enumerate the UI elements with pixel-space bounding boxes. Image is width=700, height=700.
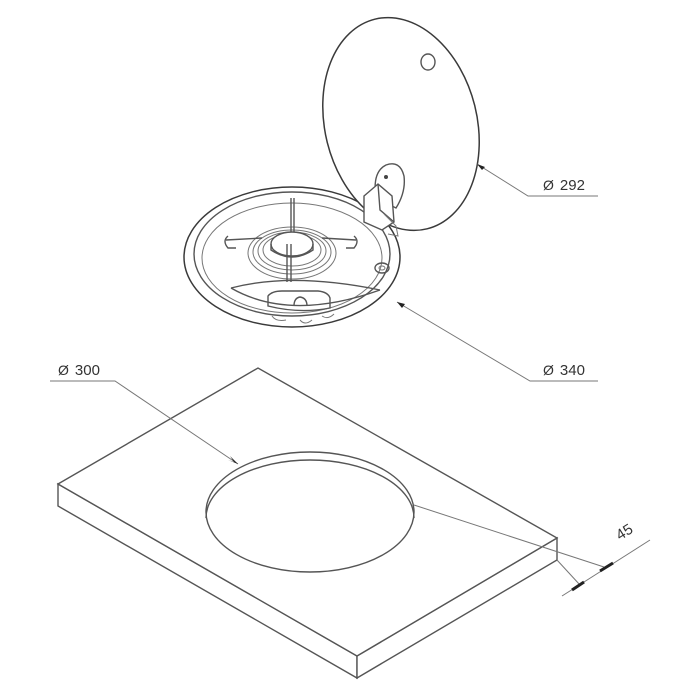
ignition-button-center [378,265,386,271]
hinge-pin-icon [384,175,388,179]
lid-handle-hole [420,53,436,71]
cutout-hole-inner-edge [205,459,415,519]
countertop-slab [56,367,559,680]
burner-ring [252,229,332,275]
label-hob-diameter: Ø 340 [543,362,585,379]
hinge-clamp-edge [377,183,395,223]
label-lid-diameter: Ø 292 [543,177,585,194]
control-knob-housing [267,290,331,312]
diameter-symbol-icon: Ø [543,362,554,378]
burner-cap-top [270,231,314,257]
hob-inner-rim [193,191,391,317]
leader-line-hob [396,301,598,382]
extension-line-top [413,504,605,568]
lid-diameter-value: 292 [559,177,585,194]
arrowhead [599,561,614,573]
pan-support-front [286,244,292,282]
knob-feet [271,313,335,324]
arrowhead [571,580,585,592]
burner-ring-outer [247,226,337,280]
extension-line-bottom [556,559,581,586]
burner-cap-side [270,244,314,258]
lid-disc [322,16,480,232]
pan-support-back [290,198,295,232]
pan-support-ends [224,235,358,249]
dimension-countertop-thickness [413,504,651,597]
control-panel-edge [230,279,381,291]
dimension-lid-diameter [476,163,598,197]
arrowhead [397,302,405,308]
arrowhead [477,164,485,170]
hinge-bracket [383,213,399,237]
glass-lid [322,16,480,237]
hob-unit [183,186,401,328]
hob-bowl [201,202,383,314]
pan-support-arms [225,237,357,241]
cutout-hole-top-edge [205,451,415,573]
cutout-diameter-value: 300 [74,362,100,379]
control-panel-lower-edge [230,287,381,307]
hob-diameter-value: 340 [559,362,585,379]
leader-line-lid [476,163,598,197]
ignition-button-icon [374,262,390,274]
leader-line-cutout [50,380,239,465]
diameter-symbol-icon: Ø [543,177,554,193]
dimension-cutout-diameter [50,380,239,465]
arrowhead [228,456,238,464]
control-knob-icon [293,296,308,307]
label-cutout-diameter: Ø 300 [58,362,100,379]
dimension-hob-diameter [396,301,598,382]
diameter-symbol-icon: Ø [58,362,69,378]
